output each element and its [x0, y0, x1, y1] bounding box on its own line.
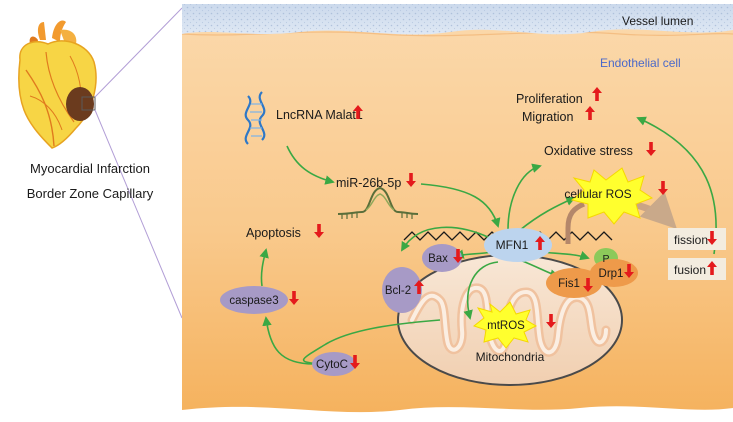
left-caption-line2: Border Zone Capillary [26, 186, 154, 201]
drp1-node [590, 259, 638, 287]
vessel-lumen-label: Vessel lumen [622, 14, 693, 28]
migration-label: Migration [522, 110, 573, 124]
oxidative-stress-label: Oxidative stress [544, 144, 633, 158]
mfn1-node [484, 228, 552, 262]
fis1-label: Fis1 [558, 278, 580, 290]
cytoc-node [312, 352, 356, 376]
endothelial-cell-label: Endothelial cell [600, 56, 681, 70]
drp1-label: Drp1 [599, 268, 624, 280]
fusion-label: fusion [674, 263, 706, 277]
p-label: P [602, 253, 609, 265]
apoptosis-label: Apoptosis [246, 226, 301, 240]
mfn1-label: MFN1 [496, 238, 529, 252]
bcl2-label: Bcl-2 [385, 285, 411, 297]
mir-26b-5p-label: miR-26b-5p [336, 176, 401, 190]
mtros-label: mtROS [487, 320, 525, 332]
bax-label: Bax [428, 253, 448, 265]
cellular-ros-burst [570, 167, 654, 225]
proliferation-label: Proliferation [516, 92, 583, 106]
caspase3-node [220, 286, 288, 314]
mfn1-ros-tube [565, 201, 585, 244]
cellular-ros-label: cellular ROS [564, 187, 631, 201]
fission-label: fission [674, 233, 708, 247]
caspase3-label: caspase3 [229, 295, 278, 307]
mtros-burst [472, 301, 538, 349]
left-caption-line1: Myocardial Infarction [30, 161, 150, 176]
mirna-hairpin-icon [337, 186, 419, 219]
mitochondria-label: Mitochondria [476, 350, 545, 364]
heart-illustration [18, 20, 97, 149]
lncrna-malat1-label: LncRNA Malat1 [276, 108, 363, 122]
cytoc-label: CytoC [316, 359, 348, 371]
bax-node [422, 244, 462, 272]
bcl2-node [382, 267, 422, 313]
dna-helix-icon [244, 91, 266, 145]
